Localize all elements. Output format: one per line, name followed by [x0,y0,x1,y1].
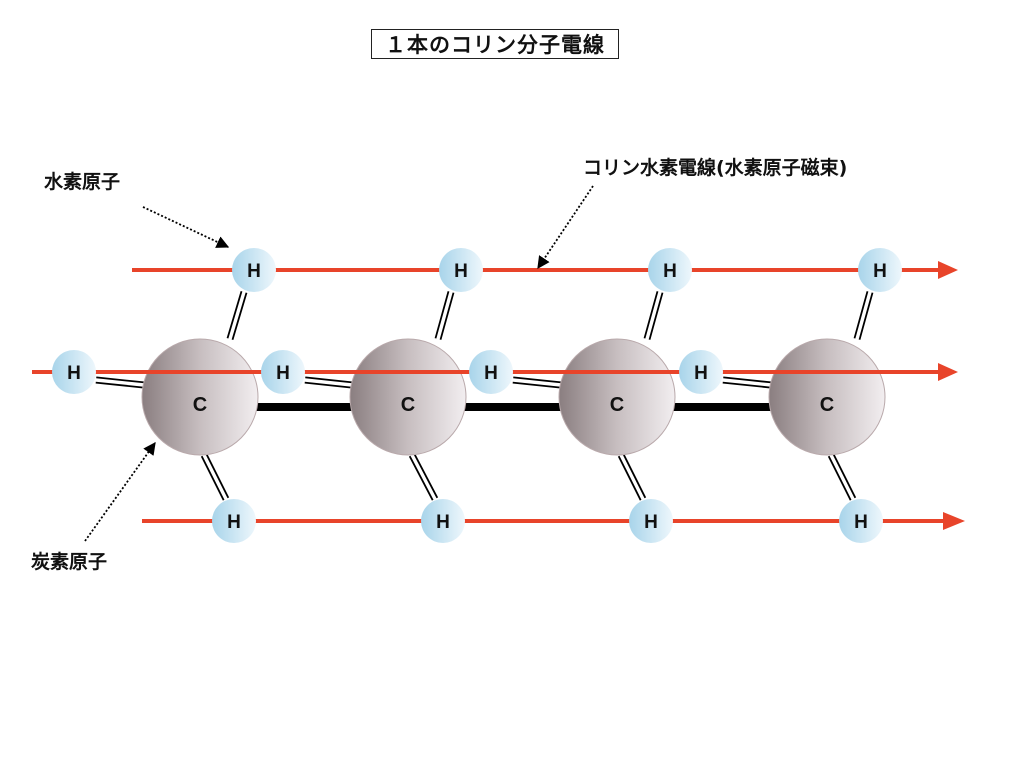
hydrogen-sphere [439,248,483,292]
bond-line [408,455,434,501]
hydrogen-carbon-bond-bottom [200,453,230,501]
hydrogen-sphere [232,248,276,292]
hydrogen-atom: H [469,350,513,394]
bond-line [853,291,869,339]
arrow-right-icon [943,512,965,530]
carbon-sphere [141,338,259,456]
bond-line [95,381,144,389]
bond-line [513,376,562,384]
hydrogen-carbon-bond-bottom [408,453,439,501]
dotted-arrow-icon [537,185,594,270]
hydrogen-symbol: H [454,261,468,282]
hydrogen-symbol: H [247,261,261,282]
arrow-right-icon [938,261,958,279]
hydrogen-sphere [858,248,902,292]
hydrogen-carbon-bond-top [434,291,455,340]
bond-line [858,292,874,340]
hydrogen-atom: H [679,350,723,394]
hydrogen-symbol: H [227,512,241,533]
hydrogen-symbol: H [873,261,887,282]
carbon-atom: C [768,338,886,456]
hydrogen-symbol: H [663,261,677,282]
hydrogen-wire-label: コリン水素電線(水素原子磁束) [583,157,848,179]
bond-line [643,291,659,339]
carbon-carbon-bond [252,403,356,411]
carbon-carbon-bond [460,403,565,411]
hydrogen-carbon-bond-middle [304,376,353,389]
hydrogen-symbol: H [694,363,708,384]
bond-line [512,381,561,389]
hydrogen-sphere [469,350,513,394]
bond-line [305,376,353,384]
dotted-arrow-icon [84,441,156,542]
carbon-symbol: C [820,394,834,416]
hydrogen-sphere [421,499,465,543]
hydrogen-carbon-bond-top [226,291,248,340]
hydrogen-carbon-bond-top [643,291,664,340]
bond-line [231,292,248,340]
hydrogen-atom: H [858,248,902,292]
bond-line [722,381,771,389]
bond-line [622,453,647,499]
hydrogen-atom-label: 水素原子 [44,171,121,193]
hydrogen-carbon-bond-bottom [827,453,857,501]
bond-line [723,376,772,384]
bond-line [434,291,450,339]
carbon-atom: C [349,338,467,456]
hydrogen-sphere [648,248,692,292]
hydrogen-atom: H [839,499,883,543]
bond-line [832,453,857,499]
carbon-atom-label: 炭素原子 [31,551,108,573]
hydrogen-sphere [679,350,723,394]
carbon-symbol: C [401,394,415,416]
bond-line [827,455,852,501]
hydrogen-symbol: H [644,512,658,533]
hydrogen-carbon-bond-middle [512,376,562,389]
bond-line [226,291,243,339]
hydrogen-atom: H [212,499,256,543]
carbon-sphere [768,338,886,456]
carbon-carbon-bond [669,403,775,411]
hydrogen-atom: H [261,350,305,394]
hydrogen-sphere [212,499,256,543]
hydrogen-atom: H [52,350,96,394]
hydrogen-symbol: H [854,512,868,533]
hydrogen-atom: H [421,499,465,543]
hydrogen-sphere [629,499,673,543]
bond-line [439,292,455,340]
bond-line [205,453,230,499]
bond-line [96,376,145,384]
bond-line [648,292,664,340]
bond-line [617,455,642,501]
carbon-sphere [349,338,467,456]
hydrogen-atom: H [629,499,673,543]
hydrogen-carbon-bond-bottom [617,453,647,501]
hydrogen-sphere [261,350,305,394]
hydrogen-sphere [839,499,883,543]
hydrogen-symbol: H [276,363,290,384]
carbon-symbol: C [610,394,624,416]
hydrogen-carbon-bond-middle [95,376,145,389]
arrow-right-icon [938,363,958,381]
hydrogen-atom: H [232,248,276,292]
hydrogen-atom: H [648,248,692,292]
hydrogen-symbol: H [67,363,81,384]
carbon-atom: C [141,338,259,456]
hydrogen-carbon-bond-top [853,291,874,340]
carbon-symbol: C [193,394,207,416]
hydrogen-atom: H [439,248,483,292]
bond-line [200,455,225,501]
carbon-atom: C [558,338,676,456]
hydrogen-symbol: H [484,363,498,384]
diagram-title: １本のコリン分子電線 [371,29,619,59]
bond-line [304,381,352,389]
hydrogen-sphere [52,350,96,394]
hydrogen-wire-bottom [142,512,965,530]
carbon-sphere [558,338,676,456]
dotted-arrow-icon [142,206,230,248]
bond-line [413,453,439,499]
hydrogen-carbon-bond-middle [722,376,772,389]
hydrogen-symbol: H [436,512,450,533]
